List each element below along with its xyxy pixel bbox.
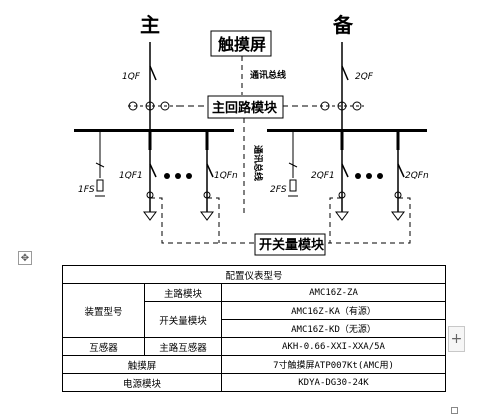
- table-cell-category: 电源模块: [62, 373, 222, 392]
- busbar-left: [74, 129, 234, 132]
- table-row: 配置仪表型号: [62, 265, 446, 284]
- switch-module-label: 开关量模块: [259, 237, 325, 253]
- breaker-1qf: [149, 65, 157, 81]
- comm-bus-vertical-label: 通讯总线: [252, 145, 264, 181]
- table-cell-model: KDYA-DG30-24K: [221, 373, 446, 392]
- table-cell-model: AMC16Z-KD（无源）: [221, 319, 446, 338]
- table-cell-item: 主路互感器: [144, 337, 222, 356]
- main-source-label: 主: [140, 13, 160, 37]
- ct-group-left: [128, 101, 178, 111]
- fuse-branch-1fs: [95, 132, 105, 197]
- ellipsis-left: [164, 173, 192, 179]
- backup-source-label: 备: [332, 13, 354, 37]
- main-circuit-module-label: 主回路模块: [212, 100, 278, 116]
- switch-module-box: [254, 233, 326, 256]
- touchscreen-label: 触摸屏: [217, 35, 266, 54]
- outgoing-2qf1-label: 2QF1: [311, 171, 335, 181]
- table-row: 电源模块 KDYA-DG30-24K: [62, 373, 446, 392]
- outgoing-1qfn: [200, 132, 214, 221]
- outgoing-2qf1: [335, 132, 349, 221]
- table-cell-model: AMC16Z-KA（有源）: [221, 301, 446, 320]
- table-cell-model: 7寸触摸屏ATP007Kt(AMC用): [221, 355, 446, 374]
- outgoing-1qf1-label: 1QF1: [119, 171, 143, 181]
- table-row: 装置型号 主路模块 AMC16Z-ZA: [62, 283, 446, 338]
- comm-bus-label: 通讯总线: [250, 69, 286, 81]
- breaker-1qf-label: 1QF: [122, 72, 141, 82]
- table-cell-item: 开关量模块: [144, 301, 222, 338]
- table-row: 互感器 主路互感器 AKH-0.66-XXI-XXA/5A: [62, 337, 446, 356]
- table-cell-model: AKH-0.66-XXI-XXA/5A: [221, 337, 446, 356]
- config-table: 配置仪表型号 装置型号 主路模块 AMC16Z-ZA 开关量模块 AMC16Z-…: [62, 265, 446, 392]
- table-cell-model: AMC16Z-ZA: [221, 283, 446, 302]
- wiring-diagram: 主 备 触摸屏 通讯总线 1QF 2QF 主回路模块 通讯总线: [74, 13, 429, 256]
- breaker-2qf: [341, 65, 349, 81]
- breaker-2qf-label: 2QF: [355, 72, 374, 82]
- switch-signal-lines: [150, 197, 411, 244]
- touchscreen-box: [210, 30, 272, 57]
- outgoing-2qfn: [391, 132, 405, 221]
- add-column-button[interactable]: +: [448, 326, 465, 352]
- main-circuit-module-box: [207, 95, 284, 119]
- busbar-right: [267, 129, 427, 132]
- outgoing-1qfn-label: 1QFn: [214, 171, 238, 181]
- fuse-branch-2fs: [288, 132, 298, 197]
- table-cell-item: 主路模块: [144, 283, 222, 302]
- table-cell-category: 装置型号: [62, 283, 145, 338]
- ellipsis-right: [355, 173, 383, 179]
- table-cell-category: 触摸屏: [62, 355, 222, 374]
- outgoing-2qfn-label: 2QFn: [405, 171, 429, 181]
- ct-group-right: [314, 101, 364, 111]
- outgoing-1qf1: [143, 132, 157, 221]
- table-cell-category: 互感器: [62, 337, 145, 356]
- table-resize-handle[interactable]: [451, 407, 458, 414]
- table-move-handle[interactable]: ✥: [18, 251, 32, 265]
- fuse-1fs-label: 1FS: [78, 185, 95, 195]
- fuse-2fs-label: 2FS: [270, 185, 287, 195]
- table-title: 配置仪表型号: [62, 265, 446, 284]
- table-row: 触摸屏 7寸触摸屏ATP007Kt(AMC用): [62, 355, 446, 374]
